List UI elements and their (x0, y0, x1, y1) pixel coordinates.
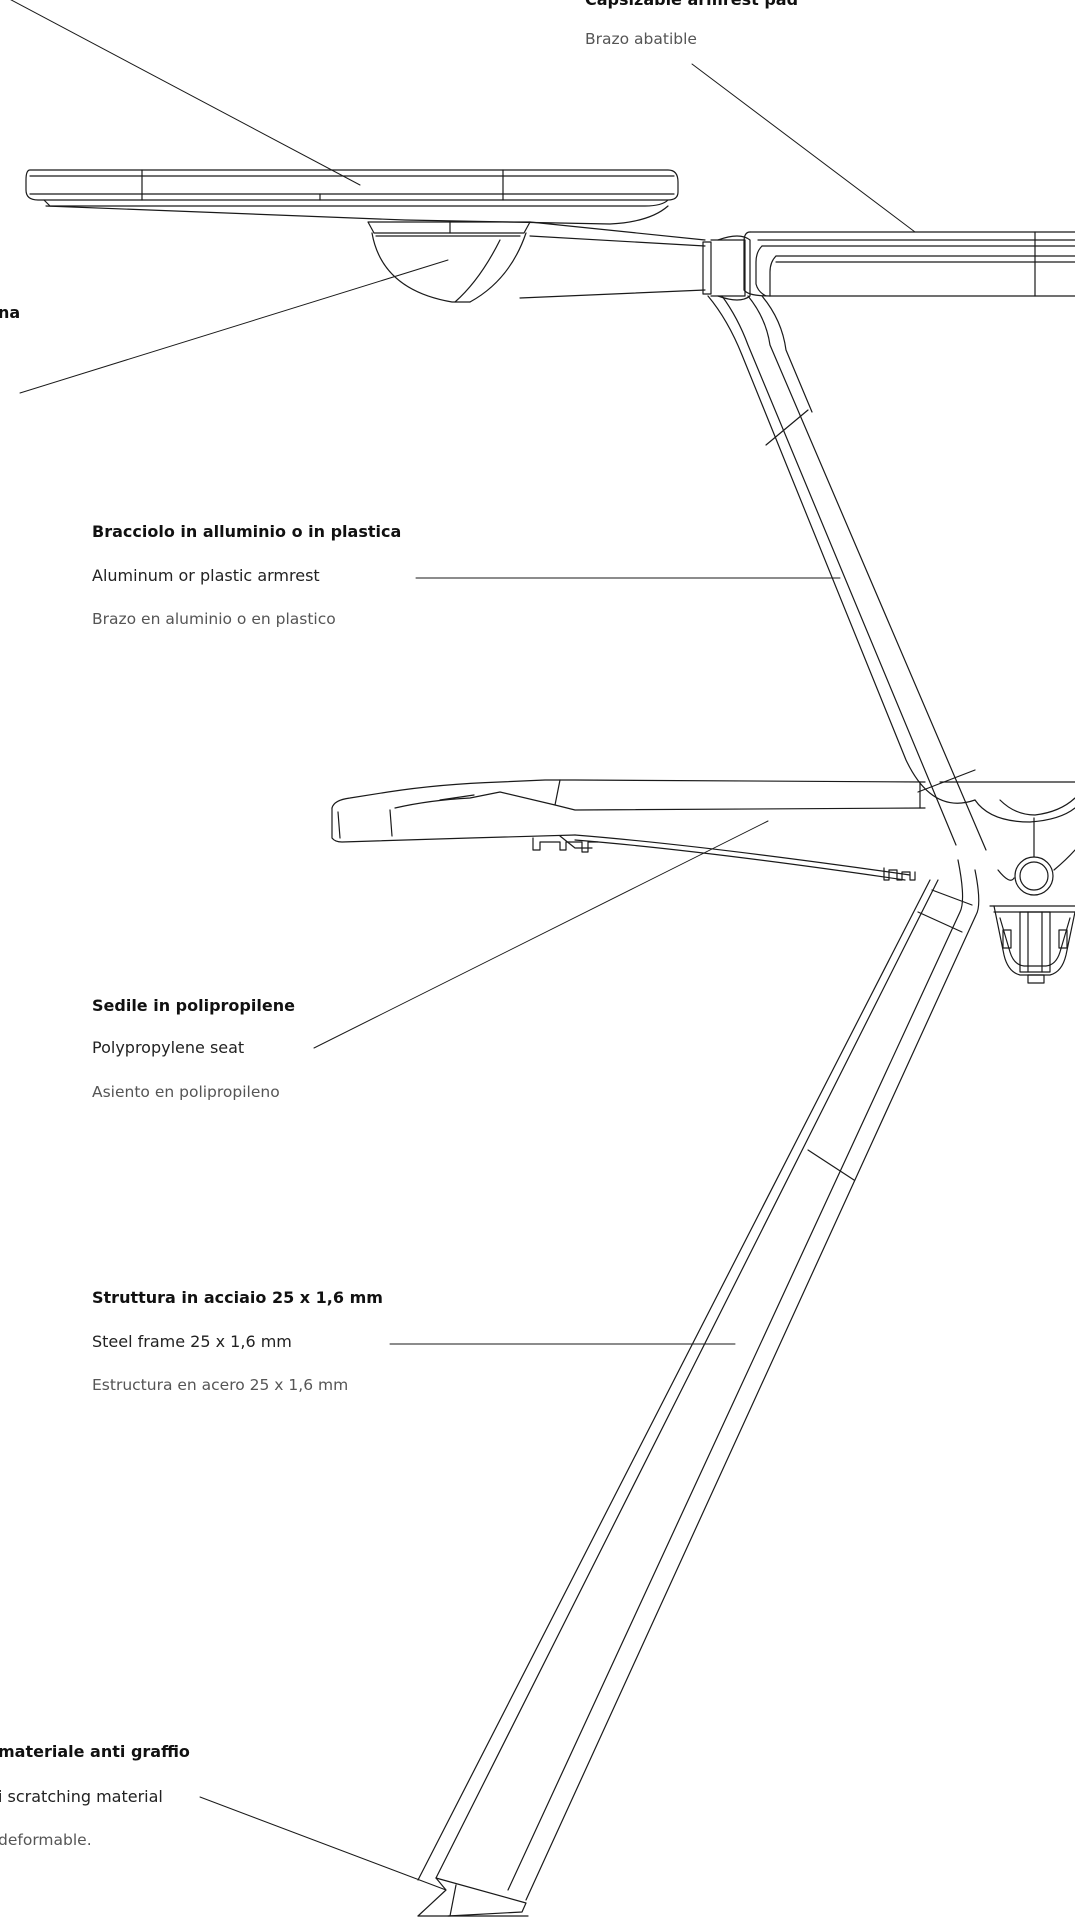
frame-label-it: Struttura in acciaio 25 x 1,6 mm (92, 1288, 383, 1307)
armrest-label-it: Bracciolo in alluminio o in plastica (92, 522, 402, 541)
capsizable-armrest-label-es: Brazo abatible (585, 30, 697, 48)
armrest-support (707, 295, 1075, 896)
left-mid-label-tail: na (0, 303, 21, 322)
right-armrest-pad (743, 231, 1075, 297)
foot-label-it: materiale anti graffio (0, 1742, 190, 1761)
armrest-hinge (702, 235, 751, 301)
capsizable-armrest-label-en: Capsizable armrest pad (585, 0, 798, 8)
armrest-label-en: Aluminum or plastic armrest (92, 566, 320, 585)
armrest-label-es: Brazo en aluminio o en plastico (92, 610, 336, 628)
left-armrest-pad (25, 169, 706, 303)
leader-lines (10, 0, 916, 1891)
foot-label-es: deformable. (0, 1831, 92, 1849)
foot-label-en: i scratching material (0, 1787, 163, 1806)
steel-frame-leg (417, 859, 980, 1917)
frame-label-es: Estructura en acero 25 x 1,6 mm (92, 1376, 349, 1394)
seat-label-it: Sedile in polipropilene (92, 996, 295, 1015)
seat-label-en: Polypropylene seat (92, 1038, 245, 1057)
seat (331, 779, 1075, 881)
seat-mechanism (989, 905, 1075, 984)
seat-label-es: Asiento en polipropileno (92, 1083, 280, 1101)
frame-label-en: Steel frame 25 x 1,6 mm (92, 1332, 292, 1351)
